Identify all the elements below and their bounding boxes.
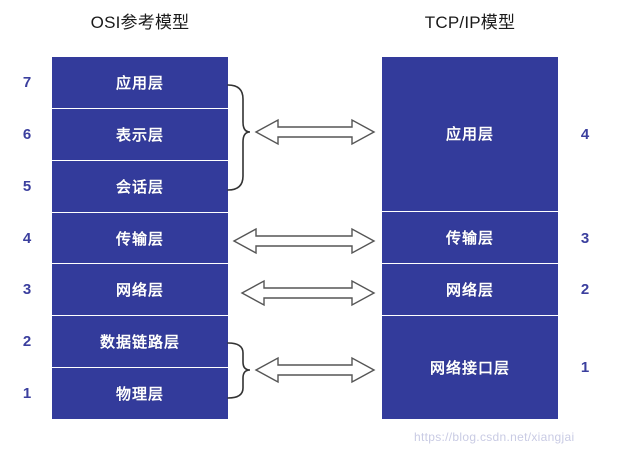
osi-layer-network[interactable]: 网络层	[52, 264, 228, 317]
tcpip-layer-internet[interactable]: 网络层	[382, 264, 558, 317]
tcpip-model-title: TCP/IP模型	[424, 13, 516, 32]
arrow-network-mapping	[240, 279, 376, 307]
tcpip-layer-number-column: 4 3 2 1	[572, 57, 598, 419]
osi-layer-transport[interactable]: 传输层	[52, 212, 228, 265]
tcpip-layer-stack: 应用层 传输层 网络层 网络接口层	[382, 57, 558, 419]
tcpip-layer-number-4: 4	[580, 126, 590, 144]
osi-layer-physical[interactable]: 物理层	[52, 368, 228, 420]
osi-layer-number-4: 4	[22, 229, 32, 247]
osi-model-title: OSI参考模型	[90, 13, 190, 32]
brace-network-interface-group	[227, 342, 251, 399]
tcpip-layer-number-2: 2	[580, 281, 590, 299]
arrow-transport-mapping	[232, 227, 376, 255]
tcpip-layer-number-3: 3	[580, 229, 590, 247]
tcpip-layer-number-1: 1	[580, 358, 590, 376]
osi-layer-number-2: 2	[22, 332, 32, 350]
osi-layer-datalink[interactable]: 数据链路层	[52, 316, 228, 369]
arrow-network-interface-mapping	[254, 356, 376, 384]
tcpip-layer-transport[interactable]: 传输层	[382, 211, 558, 265]
tcpip-layer-network-interface[interactable]: 网络接口层	[382, 316, 558, 419]
osi-layer-number-7: 7	[22, 74, 32, 92]
arrow-application-mapping	[254, 118, 376, 146]
osi-layer-number-6: 6	[22, 126, 32, 144]
osi-layer-application[interactable]: 应用层	[52, 57, 228, 109]
osi-layer-number-3: 3	[22, 281, 32, 299]
tcpip-layer-application[interactable]: 应用层	[382, 57, 558, 212]
osi-layer-stack: 应用层 表示层 会话层 传输层 网络层 数据链路层 物理层	[52, 57, 228, 420]
osi-layer-number-5: 5	[22, 177, 32, 195]
osi-layer-number-column: 7 6 5 4 3 2 1	[14, 57, 40, 419]
osi-layer-presentation[interactable]: 表示层	[52, 108, 228, 161]
source-watermark: https://blog.csdn.net/xiangjai	[414, 430, 575, 444]
osi-layer-number-1: 1	[22, 384, 32, 402]
brace-application-group	[227, 84, 251, 191]
osi-layer-session[interactable]: 会话层	[52, 160, 228, 213]
